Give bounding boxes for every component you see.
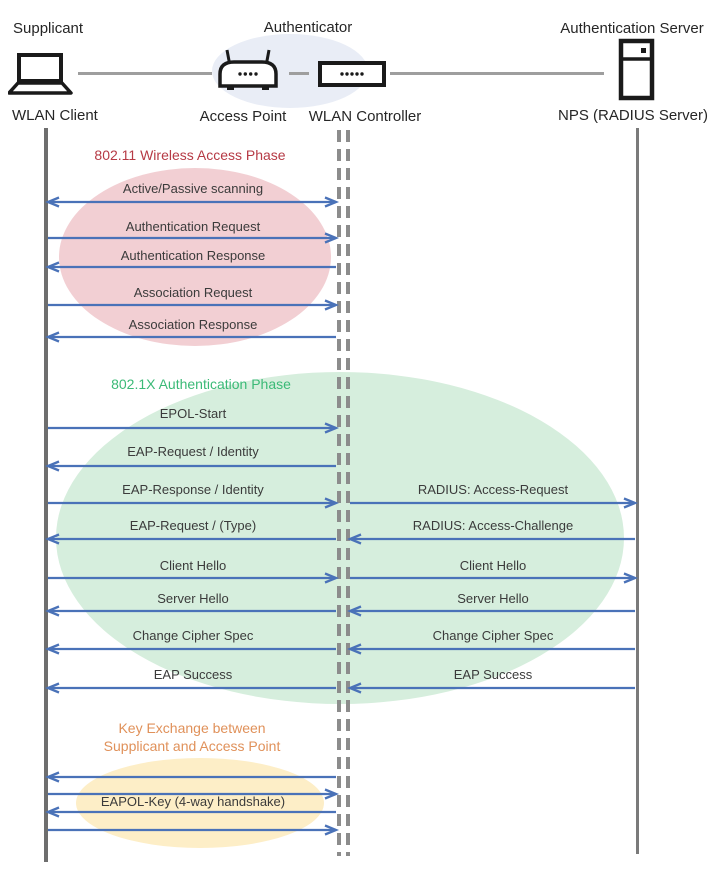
arrowhead — [623, 497, 639, 509]
arrowhead — [44, 771, 60, 783]
phase-title-8021x-authentication: 802.1X Authentication Phase — [111, 376, 291, 392]
arrowhead — [44, 605, 60, 617]
laptop-icon — [8, 53, 73, 95]
connector-client-to-ap — [78, 72, 212, 75]
arrowhead — [44, 460, 60, 472]
arrowhead — [44, 331, 60, 343]
phase-key-exchange-ellipse — [76, 758, 324, 848]
arrowhead — [44, 261, 60, 273]
device-label-access-point: Access Point — [199, 108, 287, 125]
arrowhead — [44, 533, 60, 545]
connector-ap-to-controller — [289, 72, 309, 75]
arrowhead — [324, 196, 340, 208]
device-label-wlan-client: WLAN Client — [12, 107, 98, 124]
lifeline-wlan-controller-dashed — [346, 130, 350, 856]
arrowhead — [623, 572, 639, 584]
arrowhead — [324, 232, 340, 244]
arrowhead — [324, 299, 340, 311]
lifeline-access-point-dashed — [337, 130, 341, 856]
arrowhead — [324, 422, 340, 434]
arrowhead — [324, 788, 340, 800]
role-label-supplicant: Supplicant — [13, 20, 84, 37]
wlan-controller-icon — [318, 61, 386, 87]
wireless-access-point-icon — [218, 49, 278, 90]
role-label-authenticator: Authenticator — [263, 19, 353, 36]
arrowhead — [324, 572, 340, 584]
arrowhead — [44, 196, 60, 208]
arrowhead — [44, 806, 60, 818]
arrowhead — [324, 824, 340, 836]
arrowhead — [324, 497, 340, 509]
phase-title-80211-wireless-access: 802.11 Wireless Access Phase — [94, 147, 286, 163]
lifeline-wlan-client — [44, 128, 48, 862]
connector-controller-to-server — [390, 72, 604, 75]
arrowhead — [44, 643, 60, 655]
lifeline-radius-server — [636, 128, 639, 854]
device-label-wlan-controller: WLAN Controller — [308, 108, 422, 125]
device-label-nps-radius-server: NPS (RADIUS Server) — [557, 107, 709, 124]
phase-title-key-exchange: Key Exchange between Supplicant and Acce… — [103, 720, 281, 754]
role-label-authentication-server: Authentication Server — [560, 20, 704, 37]
arrowhead — [346, 605, 362, 617]
phase-80211-ellipse — [59, 168, 331, 346]
arrowhead — [44, 682, 60, 694]
arrowhead — [346, 682, 362, 694]
arrowhead — [346, 643, 362, 655]
arrowhead — [346, 533, 362, 545]
server-icon — [618, 38, 655, 101]
